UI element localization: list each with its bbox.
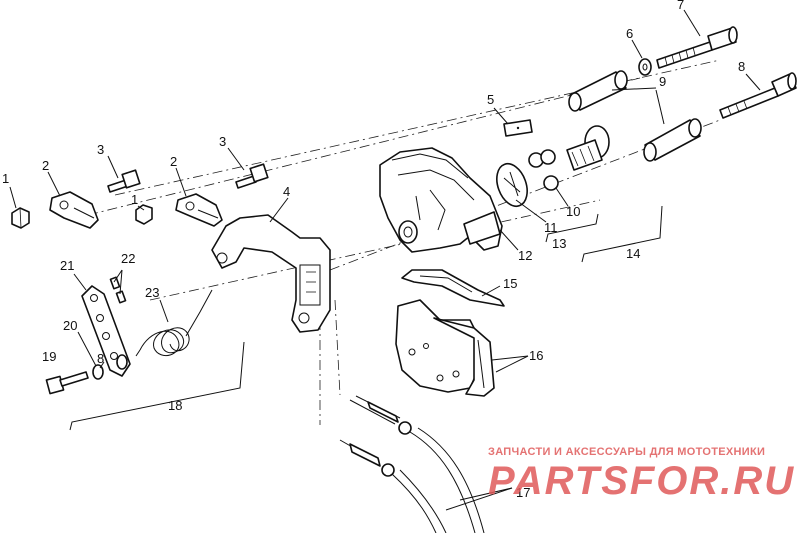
callout-13: 13 — [552, 236, 566, 251]
watermark-logo: PARTSFOR.RU — [488, 459, 795, 503]
callout-8: 8 — [97, 351, 104, 366]
callout-9: 9 — [659, 74, 666, 89]
long-bolt — [656, 26, 738, 69]
torsion-spring — [135, 289, 213, 357]
callout-8: 8 — [738, 59, 745, 74]
hex-nut-mid — [135, 204, 153, 225]
hex-nut-left — [11, 207, 30, 229]
callout-19: 19 — [42, 349, 56, 364]
washer — [638, 58, 652, 76]
small-pins — [109, 276, 127, 304]
callout-14: 14 — [626, 246, 640, 261]
callout-labels: 1 1 2 2 3 3 4 5 6 7 8 8 9 10 11 12 13 14… — [2, 0, 745, 500]
leader-lines — [9, 9, 761, 511]
callout-6: 6 — [626, 26, 633, 41]
spring-clip — [401, 269, 505, 307]
callout-3: 3 — [97, 142, 104, 157]
callout-17: 17 — [516, 485, 530, 500]
callout-7: 7 — [677, 0, 684, 12]
shim-plate — [503, 119, 533, 137]
callout-12: 12 — [518, 248, 532, 263]
callout-20: 20 — [63, 318, 77, 333]
callout-2: 2 — [170, 154, 177, 169]
callout-21: 21 — [60, 258, 74, 273]
retaining-bolt — [45, 371, 89, 395]
bolt-with-head — [719, 72, 797, 119]
callout-15: 15 — [503, 276, 517, 291]
cam-disc — [496, 162, 528, 208]
callout-5: 5 — [487, 92, 494, 107]
callout-16: 16 — [529, 348, 543, 363]
pivot-washer — [92, 354, 128, 380]
callout-1: 1 — [131, 192, 138, 207]
caliper-body — [379, 147, 503, 253]
callout-10: 10 — [566, 204, 580, 219]
bolt-left — [107, 169, 141, 193]
watermark-tagline: ЗАПЧАСТИ И АКСЕССУАРЫ ДЛЯ МОТОТЕХНИКИ — [488, 446, 765, 458]
brake-cables — [339, 395, 485, 533]
callout-2: 2 — [42, 158, 49, 173]
clevis-link-left — [49, 191, 99, 229]
piston-assembly — [566, 125, 610, 171]
sleeve-upper — [568, 70, 628, 112]
callout-22: 22 — [121, 251, 135, 266]
ball-bearings — [528, 149, 559, 191]
callout-4: 4 — [283, 184, 290, 199]
callout-3: 3 — [219, 134, 226, 149]
mounting-bracket — [211, 214, 331, 333]
clevis-link-right — [175, 193, 223, 227]
sleeve-lower — [643, 118, 702, 162]
callout-1: 1 — [2, 171, 9, 186]
lever-arm — [81, 285, 131, 377]
bolt-right — [235, 163, 269, 189]
brake-pad-outer — [395, 299, 479, 393]
brake-pad-inner — [433, 317, 495, 397]
watermark: ЗАПЧАСТИ И АКСЕССУАРЫ ДЛЯ МОТОТЕХНИКИ PA… — [488, 446, 795, 503]
group-brackets — [69, 205, 663, 431]
callout-18: 18 — [168, 398, 182, 413]
callout-11: 11 — [544, 220, 558, 235]
callout-23: 23 — [145, 285, 159, 300]
